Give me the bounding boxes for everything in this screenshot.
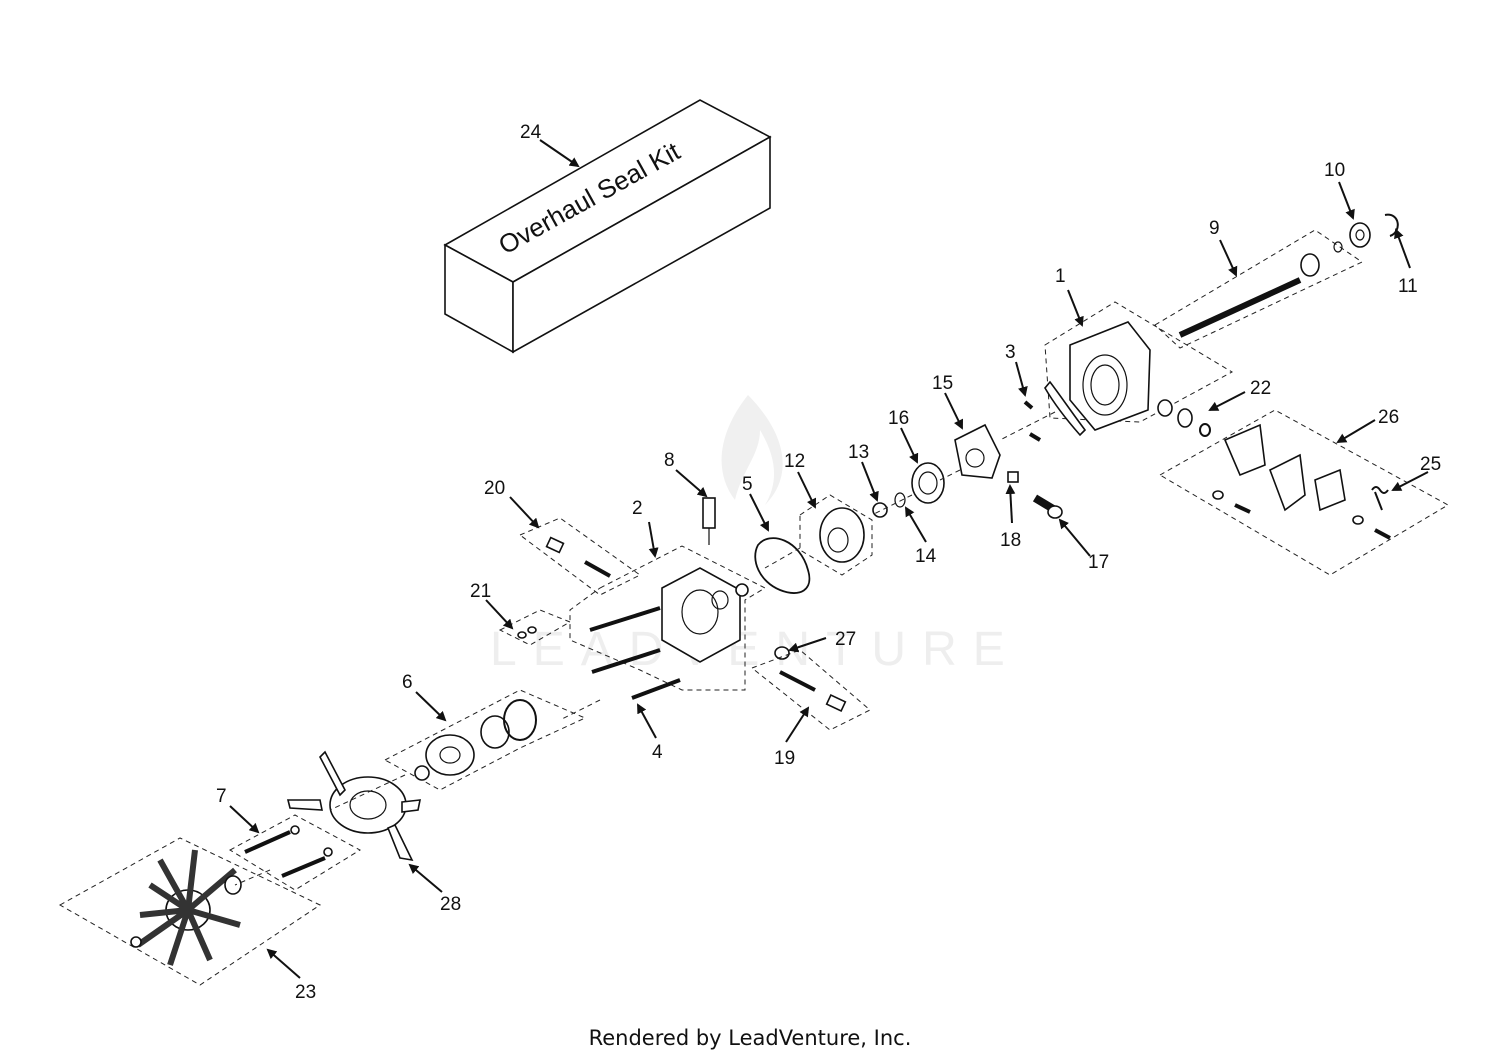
callout-13: 13 — [848, 442, 869, 463]
spring-13 — [872, 502, 888, 518]
swashplate-15 — [954, 423, 1001, 479]
fan-adapter-28 — [286, 750, 421, 862]
callout-1: 1 — [1055, 266, 1066, 287]
callout-23: 23 — [295, 982, 316, 1003]
callout-12: 12 — [784, 451, 805, 472]
callout-labels: 1 2 3 4 5 6 7 8 9 10 11 12 13 14 15 16 1… — [216, 122, 1441, 1003]
callout-5: 5 — [742, 474, 753, 495]
output-shaft — [1154, 229, 1364, 349]
plug-21 — [498, 609, 572, 646]
callout-16: 16 — [888, 408, 909, 429]
pin-3 — [1023, 400, 1034, 410]
bolts-7 — [228, 814, 362, 891]
callout-4: 4 — [652, 742, 663, 763]
callout-17: 17 — [1088, 552, 1109, 573]
footer-credit: Rendered by LeadVenture, Inc. — [588, 1026, 912, 1050]
retaining-ring-11 — [1384, 213, 1399, 237]
watermark-text: LEADVENTURE — [490, 623, 1021, 676]
callout-2: 2 — [632, 498, 643, 519]
main-housing — [1044, 301, 1234, 437]
callout-28: 28 — [440, 894, 461, 915]
callout-3: 3 — [1005, 342, 1016, 363]
overhaul-seal-kit-box: Overhaul Seal Kit — [443, 99, 772, 354]
spring-25 — [1371, 486, 1389, 511]
callout-25: 25 — [1420, 454, 1441, 475]
trunnion-17 — [1032, 494, 1063, 519]
thrust-bearing-16 — [911, 462, 945, 504]
charge-pump-6 — [383, 689, 587, 791]
callout-20: 20 — [484, 478, 505, 499]
callout-9: 9 — [1209, 218, 1220, 239]
assembly-guide-lines — [234, 411, 1056, 886]
valve-19 — [750, 649, 871, 731]
gasket-5 — [754, 537, 811, 594]
key-18 — [1007, 471, 1019, 483]
check-valve-8 — [702, 497, 716, 545]
bearing-10 — [1349, 222, 1371, 248]
callout-arrows — [229, 139, 1429, 979]
cylinder-block-12 — [799, 494, 873, 576]
callout-22: 22 — [1250, 378, 1271, 399]
bolts-4 — [589, 606, 681, 700]
control-arm-assembly-26 — [1158, 409, 1450, 576]
callout-11: 11 — [1398, 276, 1418, 297]
callout-15: 15 — [932, 373, 953, 394]
valve-20 — [519, 517, 641, 596]
cooling-fan-23 — [58, 837, 322, 986]
callout-26: 26 — [1378, 407, 1399, 428]
callout-6: 6 — [402, 672, 413, 693]
callout-14: 14 — [915, 546, 937, 567]
callout-18: 18 — [1000, 530, 1021, 551]
washer-14 — [894, 492, 906, 508]
callout-8: 8 — [664, 450, 675, 471]
leadventure-watermark: LEADVENTURE — [490, 395, 1021, 676]
callout-27: 27 — [835, 629, 856, 650]
pin-3b — [1028, 432, 1042, 442]
callout-7: 7 — [216, 786, 227, 807]
callout-24: 24 — [520, 122, 542, 143]
center-section-2 — [569, 545, 767, 691]
callout-10: 10 — [1324, 160, 1345, 181]
seal-22 — [1157, 399, 1211, 437]
callout-19: 19 — [774, 748, 795, 769]
callout-21: 21 — [470, 581, 491, 602]
plug-27 — [774, 646, 790, 660]
